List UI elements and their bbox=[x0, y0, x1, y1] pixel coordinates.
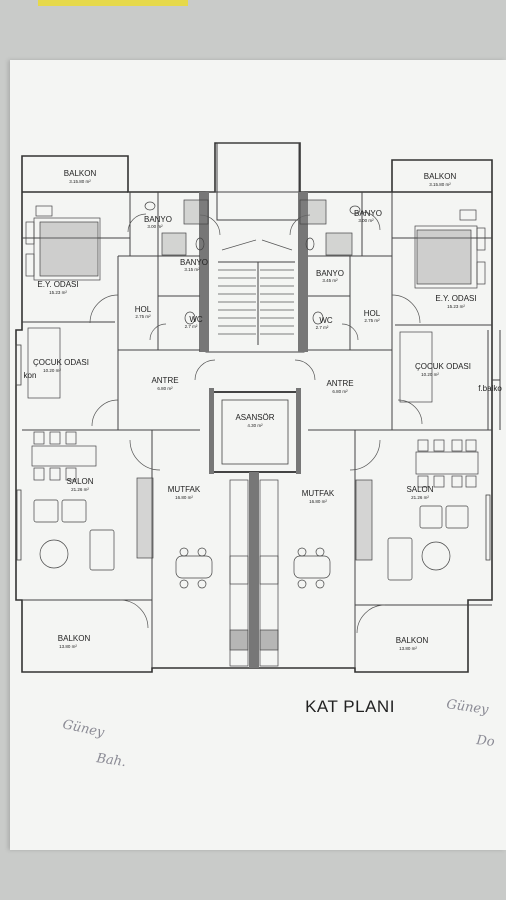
svg-text:21.26 m²: 21.26 m² bbox=[71, 487, 89, 492]
svg-text:6.80 m²: 6.80 m² bbox=[332, 389, 348, 394]
svg-text:3.15.80 m²: 3.15.80 m² bbox=[69, 179, 91, 184]
svg-text:13.80 m²: 13.80 m² bbox=[399, 646, 417, 651]
label-ey-odasi-l: E.Y. ODASI bbox=[37, 280, 78, 289]
label-balkon-br: BALKON bbox=[396, 636, 429, 645]
label-cocuk-l: ÇOCUK ODASI bbox=[33, 358, 89, 367]
svg-text:16.80 m²: 16.80 m² bbox=[309, 499, 327, 504]
label-edge-right: f.balko bbox=[478, 384, 502, 393]
plan-title: KAT PLANI bbox=[305, 697, 395, 716]
stairs bbox=[218, 239, 294, 335]
tape-strip bbox=[38, 0, 188, 6]
label-balkon-tr: BALKON bbox=[424, 172, 457, 181]
label-asansor: ASANSÖR bbox=[235, 413, 274, 422]
label-balkon-bl: BALKON bbox=[58, 634, 91, 643]
handwritten-notes: Güney Bah. Güney Do bbox=[61, 697, 495, 770]
label-balkon-tl: BALKON bbox=[64, 169, 97, 178]
label-salon-r: SALON bbox=[406, 485, 433, 494]
svg-text:2.75 m²: 2.75 m² bbox=[135, 314, 151, 319]
svg-text:4.30 m²: 4.30 m² bbox=[247, 423, 263, 428]
svg-text:16.80 m²: 16.80 m² bbox=[175, 495, 193, 500]
label-mutfak-r: MUTFAK bbox=[302, 489, 335, 498]
svg-text:3.15 m²: 3.15 m² bbox=[184, 267, 200, 272]
walls bbox=[15, 142, 493, 673]
svg-text:3.00 m²: 3.00 m² bbox=[147, 224, 163, 229]
label-mutfak-l: MUTFAK bbox=[168, 485, 201, 494]
svg-text:6.80 m²: 6.80 m² bbox=[157, 386, 173, 391]
label-banyo-r1: BANYO bbox=[354, 209, 382, 218]
handwriting-right-2: Do bbox=[475, 733, 496, 750]
interior-walls bbox=[15, 142, 501, 668]
label-wc-l: WC bbox=[189, 315, 203, 324]
svg-text:15.23 m²: 15.23 m² bbox=[447, 304, 465, 309]
handwriting-left-1: Güney bbox=[61, 717, 106, 741]
svg-text:3.00 m²: 3.00 m² bbox=[358, 218, 374, 223]
svg-text:10.20 m²: 10.20 m² bbox=[421, 372, 439, 377]
label-antre-l: ANTRE bbox=[151, 376, 178, 385]
label-salon-l: SALON bbox=[66, 477, 93, 486]
label-cocuk-r: ÇOCUK ODASI bbox=[415, 362, 471, 371]
label-hol-r: HOL bbox=[364, 309, 381, 318]
label-ey-odasi-r: E.Y. ODASI bbox=[435, 294, 476, 303]
label-hol-l: HOL bbox=[135, 305, 152, 314]
svg-text:21.26 m²: 21.26 m² bbox=[411, 495, 429, 500]
handwriting-left-2: Bah. bbox=[94, 751, 127, 770]
svg-text:2.7 m²: 2.7 m² bbox=[316, 325, 329, 330]
label-banyo-l2: BANYO bbox=[180, 258, 208, 267]
svg-text:13.80 m²: 13.80 m² bbox=[59, 644, 77, 649]
label-wc-r: WC bbox=[319, 316, 333, 325]
handwriting-right-1: Güney bbox=[445, 697, 489, 718]
svg-text:15.23 m²: 15.23 m² bbox=[49, 290, 67, 295]
label-banyo-r2: BANYO bbox=[316, 269, 344, 278]
furniture bbox=[25, 199, 486, 667]
svg-text:10.20 m²: 10.20 m² bbox=[43, 368, 61, 373]
svg-text:2.75 m²: 2.75 m² bbox=[364, 318, 380, 323]
door-swings bbox=[89, 211, 423, 634]
label-antre-r: ANTRE bbox=[326, 379, 353, 388]
svg-text:2.7 m²: 2.7 m² bbox=[185, 324, 198, 329]
svg-text:3.45 m²: 3.45 m² bbox=[322, 278, 338, 283]
svg-text:3.15.80 m²: 3.15.80 m² bbox=[429, 182, 451, 187]
label-banyo-l1: BANYO bbox=[144, 215, 172, 224]
label-edge-left: kon bbox=[24, 371, 37, 380]
room-labels: BALKON 3.15.80 m² BALKON 3.15.80 m² BANY… bbox=[24, 169, 503, 651]
